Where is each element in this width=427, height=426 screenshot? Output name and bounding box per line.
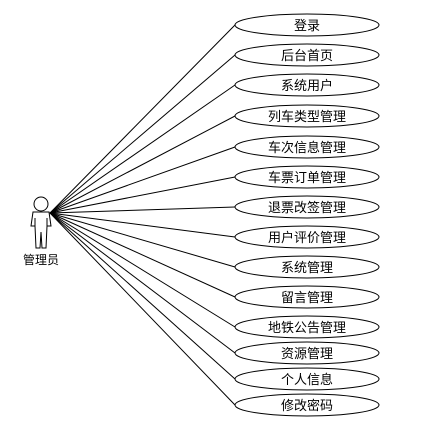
association-line bbox=[49, 212, 236, 354]
use-case: 个人信息 bbox=[234, 367, 380, 391]
use-case-label: 修改密码 bbox=[281, 398, 333, 414]
use-case: 后台首页 bbox=[234, 43, 380, 67]
use-case: 退票改签管理 bbox=[234, 195, 380, 219]
use-case: 登录 bbox=[234, 13, 380, 37]
use-case-label: 后台首页 bbox=[281, 49, 333, 64]
use-case: 地铁公告管理 bbox=[234, 315, 380, 339]
association-line bbox=[49, 115, 236, 214]
use-case-ellipse bbox=[234, 73, 380, 97]
use-case: 列车类型管理 bbox=[234, 104, 380, 128]
association-lines bbox=[49, 24, 236, 406]
use-case-ellipse bbox=[234, 367, 380, 391]
use-case-label: 登录 bbox=[294, 19, 320, 34]
association-line bbox=[49, 146, 236, 214]
use-case: 系统管理 bbox=[234, 255, 380, 279]
use-case-label: 资源管理 bbox=[281, 347, 333, 362]
use-case-label: 用户评价管理 bbox=[268, 230, 346, 246]
use-case-ellipse bbox=[234, 315, 380, 339]
use-case-label: 留言管理 bbox=[281, 291, 333, 306]
use-case: 系统用户 bbox=[234, 73, 380, 97]
use-case-label: 地铁公告管理 bbox=[268, 321, 346, 336]
actor: 管理员 bbox=[23, 196, 59, 267]
use-case-ellipse bbox=[234, 165, 380, 189]
use-case: 留言管理 bbox=[234, 285, 380, 309]
use-case-list: 登录后台首页系统用户列车类型管理车次信息管理车票订单管理退票改签管理用户评价管理… bbox=[234, 13, 380, 417]
use-case-ellipse bbox=[234, 135, 380, 159]
association-line bbox=[49, 84, 236, 214]
use-case-ellipse bbox=[234, 225, 380, 249]
association-line bbox=[49, 212, 236, 268]
use-case-label: 系统用户 bbox=[281, 78, 333, 94]
association-line bbox=[49, 212, 236, 328]
association-line bbox=[49, 212, 236, 238]
association-line bbox=[49, 206, 236, 214]
use-case-label: 退票改签管理 bbox=[268, 200, 346, 216]
use-case-ellipse bbox=[234, 43, 380, 67]
actor-body bbox=[30, 211, 52, 249]
use-case: 用户评价管理 bbox=[234, 225, 380, 249]
association-line bbox=[49, 212, 236, 298]
association-line bbox=[49, 54, 236, 214]
association-line bbox=[49, 212, 236, 406]
use-case-label: 列车类型管理 bbox=[268, 109, 346, 125]
use-case-ellipse bbox=[234, 104, 380, 128]
actor-head bbox=[33, 196, 49, 212]
use-case-ellipse bbox=[234, 285, 380, 309]
use-case-ellipse bbox=[234, 393, 380, 417]
use-case-label: 车票订单管理 bbox=[268, 170, 346, 186]
use-case-ellipse bbox=[234, 13, 380, 37]
association-line bbox=[49, 24, 236, 214]
use-case-ellipse bbox=[234, 255, 380, 279]
association-line bbox=[49, 176, 236, 214]
use-case: 车次信息管理 bbox=[234, 135, 380, 159]
use-case-ellipse bbox=[234, 341, 380, 365]
use-case: 车票订单管理 bbox=[234, 165, 380, 189]
actor-label: 管理员 bbox=[23, 252, 59, 267]
use-case: 修改密码 bbox=[234, 393, 380, 417]
use-case-label: 车次信息管理 bbox=[268, 140, 346, 156]
use-case: 资源管理 bbox=[234, 341, 380, 365]
association-line bbox=[49, 212, 236, 380]
use-case-label: 个人信息 bbox=[281, 372, 333, 388]
use-case-ellipse bbox=[234, 195, 380, 219]
use-case-label: 系统管理 bbox=[281, 261, 333, 276]
